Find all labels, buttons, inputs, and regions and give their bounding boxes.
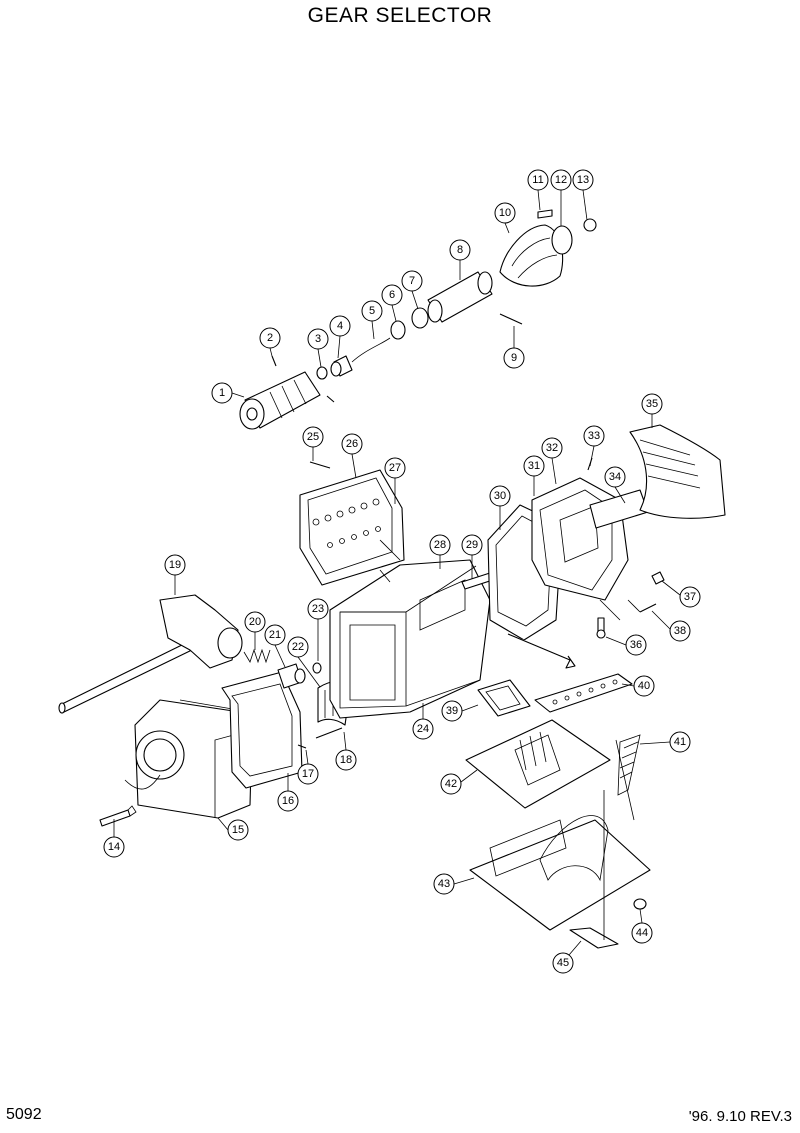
svg-text:37: 37: [684, 591, 696, 603]
svg-text:15: 15: [232, 824, 244, 836]
callout-36: 36: [605, 634, 647, 656]
callout-11: 11: [527, 169, 549, 211]
svg-text:41: 41: [674, 736, 686, 748]
svg-text:45: 45: [557, 957, 569, 969]
svg-text:23: 23: [312, 603, 324, 615]
callout-6: 6: [381, 284, 403, 322]
revision-date: '96. 9.10 REV.3: [688, 1108, 792, 1125]
svg-text:40: 40: [638, 680, 650, 692]
svg-text:43: 43: [438, 878, 450, 890]
callout-44: 44: [631, 908, 653, 944]
svg-text:5: 5: [369, 305, 375, 317]
svg-text:2: 2: [267, 332, 273, 344]
svg-text:42: 42: [445, 778, 457, 790]
callout-37: 37: [661, 580, 701, 608]
svg-text:8: 8: [457, 244, 463, 256]
callout-2: 2: [259, 327, 281, 357]
page-title: GEAR SELECTOR: [307, 4, 493, 27]
svg-text:21: 21: [269, 629, 281, 641]
callout-23: 23: [307, 598, 329, 661]
svg-text:36: 36: [630, 639, 642, 651]
callout-35: 35: [641, 393, 663, 428]
page-number: 5092: [6, 1106, 42, 1123]
svg-text:19: 19: [169, 559, 181, 571]
callout-9: 9: [503, 326, 525, 369]
callout-19: 19: [164, 554, 186, 595]
svg-text:25: 25: [307, 431, 319, 443]
callout-38: 38: [651, 610, 691, 642]
svg-text:16: 16: [282, 795, 294, 807]
callout-45: 45: [552, 940, 582, 974]
svg-text:22: 22: [292, 641, 304, 653]
callout-40: 40: [621, 675, 655, 697]
callouts: 1 2 3 4 5 6 7 8 9 10 11 12 13 14 15 16 1…: [103, 169, 701, 974]
svg-text:7: 7: [409, 275, 415, 287]
part-knob: [239, 371, 321, 430]
callout-15: 15: [217, 817, 249, 841]
svg-text:12: 12: [555, 174, 567, 186]
svg-text:20: 20: [249, 616, 261, 628]
callout-22: 22: [287, 636, 321, 688]
svg-text:26: 26: [346, 438, 358, 450]
svg-text:9: 9: [511, 352, 517, 364]
callout-34: 34: [604, 466, 626, 504]
svg-text:31: 31: [528, 460, 540, 472]
callout-21: 21: [264, 624, 286, 668]
svg-text:32: 32: [546, 442, 558, 454]
callout-18: 18: [335, 731, 357, 771]
callout-32: 32: [541, 437, 563, 485]
svg-text:33: 33: [588, 430, 600, 442]
callout-28: 28: [429, 534, 451, 569]
callout-16: 16: [277, 773, 299, 812]
callout-39: 39: [441, 700, 479, 722]
callout-12: 12: [550, 169, 572, 226]
callout-29: 29: [461, 534, 483, 579]
callout-1: 1: [211, 382, 245, 404]
callout-14: 14: [103, 819, 125, 858]
callout-24: 24: [412, 703, 434, 740]
svg-text:1: 1: [219, 387, 225, 399]
svg-text:30: 30: [494, 490, 506, 502]
callout-7: 7: [401, 270, 423, 310]
callout-42: 42: [440, 769, 478, 795]
callout-10: 10: [494, 202, 516, 234]
callout-8: 8: [449, 239, 471, 280]
callout-33: 33: [583, 425, 605, 467]
svg-text:44: 44: [636, 927, 648, 939]
svg-text:13: 13: [577, 174, 589, 186]
assembly-lines: [379, 539, 641, 940]
svg-text:28: 28: [434, 539, 446, 551]
svg-text:18: 18: [340, 754, 352, 766]
svg-text:14: 14: [108, 841, 120, 853]
callout-43: 43: [433, 873, 475, 895]
callout-26: 26: [341, 433, 363, 479]
part-drawings: [58, 209, 726, 949]
svg-text:24: 24: [417, 723, 429, 735]
callout-3: 3: [307, 328, 329, 368]
svg-text:17: 17: [302, 768, 314, 780]
svg-text:35: 35: [646, 398, 658, 410]
callout-13: 13: [572, 169, 594, 221]
callout-5: 5: [361, 300, 383, 340]
callout-20: 20: [244, 611, 266, 650]
callout-30: 30: [489, 485, 511, 530]
svg-text:38: 38: [674, 625, 686, 637]
callout-4: 4: [329, 315, 351, 359]
svg-text:39: 39: [446, 705, 458, 717]
svg-text:10: 10: [499, 207, 511, 219]
svg-text:4: 4: [337, 320, 343, 332]
svg-text:27: 27: [389, 462, 401, 474]
svg-text:29: 29: [466, 539, 478, 551]
callout-25: 25: [302, 426, 324, 461]
svg-text:3: 3: [315, 333, 321, 345]
svg-text:11: 11: [532, 174, 543, 186]
svg-text:34: 34: [609, 471, 621, 483]
callout-41: 41: [639, 731, 691, 753]
callout-31: 31: [523, 455, 545, 496]
callout-17: 17: [297, 749, 319, 785]
svg-text:6: 6: [389, 289, 395, 301]
callout-27: 27: [384, 457, 406, 504]
